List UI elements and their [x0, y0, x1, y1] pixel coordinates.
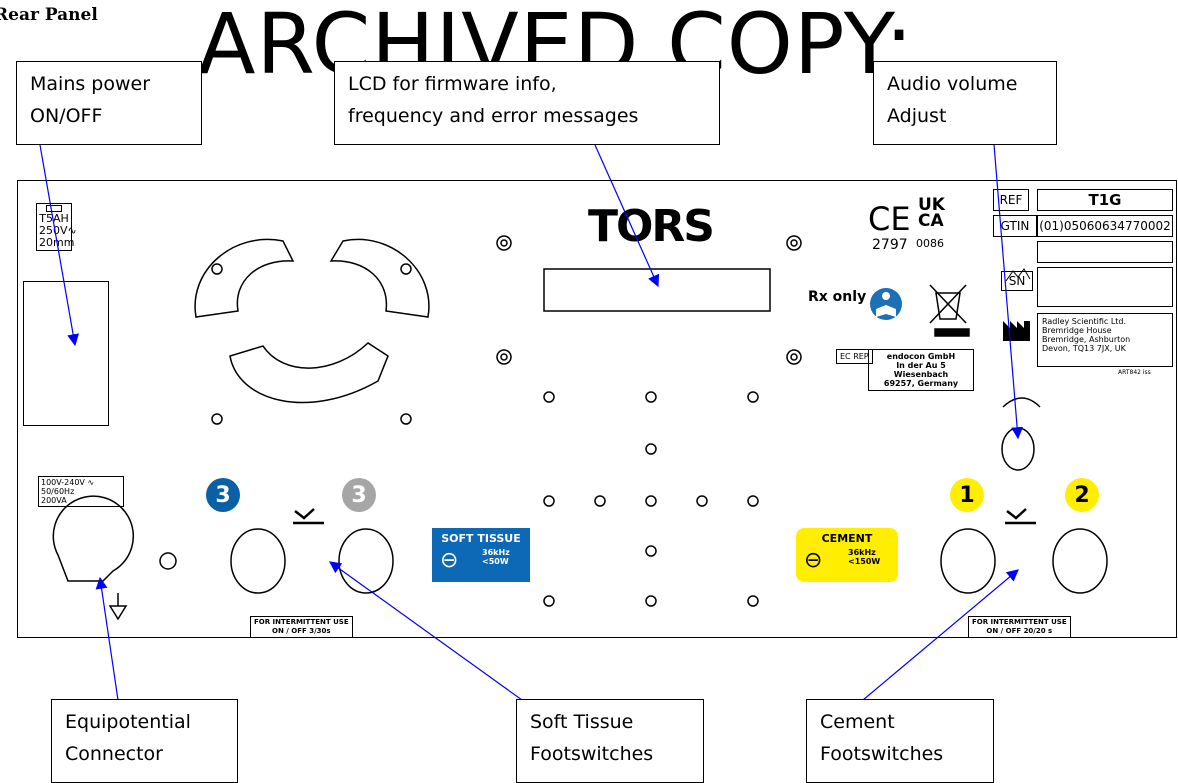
section-heading: Rear Panel: [0, 5, 98, 25]
vent-holes: [543, 391, 759, 607]
soft-tissue-badge-right: 3: [342, 478, 376, 512]
panel-screws: [496, 235, 802, 365]
volume-knob: [1001, 427, 1035, 471]
ref-label: REF: [993, 189, 1029, 211]
output-arrow-icon: ⊖: [440, 548, 459, 573]
footswitch-icons: [293, 508, 1036, 525]
device-rear-panel: T5AH 250V∿ 20mm 100V-240V ∿ 50/60Hz 200V…: [17, 180, 1177, 638]
callout-lcd: LCD for firmware info,frequency and erro…: [334, 61, 720, 145]
soft-tissue-socket-1: [230, 528, 286, 594]
sn-value: [1037, 267, 1173, 307]
cement-label: CEMENT ⊖ 36kHz <150W: [796, 528, 898, 582]
ce-number: 2797: [872, 237, 908, 253]
panel-artwork: [52, 235, 1108, 621]
ec-rep-symbol: EC REP: [836, 349, 873, 364]
cement-badge-2: 2: [1065, 478, 1099, 512]
gtin-value: (01)05060634770002: [1037, 215, 1173, 237]
read-instructions-icon: [870, 288, 902, 320]
cement-socket-1: [940, 528, 996, 594]
weee-bin-icon: [929, 284, 970, 337]
art-code: ART842 iss: [1118, 369, 1151, 376]
fan-grille: [194, 238, 430, 425]
intermittent-use-soft-tissue: FOR INTERMITTENT USE ON / OFF 3/30s: [250, 616, 353, 638]
manufacturer-address: Radley Scientific Ltd. Bremridge House B…: [1037, 313, 1173, 367]
ce-mark: CE: [868, 200, 911, 238]
volume-arc: [1002, 397, 1041, 408]
ec-rep-address: endocon GmbH In der Au 5 Wiesenbach 6925…: [868, 349, 974, 391]
lcd-window: [543, 268, 771, 312]
ukca-mark: UK CA: [918, 195, 945, 231]
soft-tissue-label: SOFT TISSUE ⊖ 36kHz <50W: [432, 528, 530, 582]
cement-socket-2: [1052, 528, 1108, 594]
cement-badge-1: 1: [950, 478, 984, 512]
gtin-label: GTIN: [993, 215, 1037, 237]
equipotential-connector: [52, 495, 177, 582]
tors-logo: TORS: [588, 201, 715, 252]
sn-label: SN: [1001, 271, 1033, 291]
intermittent-use-cement: FOR INTERMITTENT USE ON / OFF 20/20 s: [968, 616, 1071, 638]
date-cell: [1037, 241, 1173, 263]
power-rating-label: 100V-240V ∿ 50/60Hz 200VA: [38, 476, 124, 507]
ref-value: T1G: [1037, 189, 1173, 211]
ukca-number: 0086: [916, 237, 944, 250]
output-arrow-icon: ⊖: [804, 548, 823, 573]
ground-symbol-icon: [108, 593, 128, 621]
manufacturer-symbol: [1003, 321, 1030, 341]
rx-only-label: Rx only: [808, 289, 867, 305]
soft-tissue-socket-2: [338, 528, 394, 594]
soft-tissue-badge-left: 3: [206, 478, 240, 512]
